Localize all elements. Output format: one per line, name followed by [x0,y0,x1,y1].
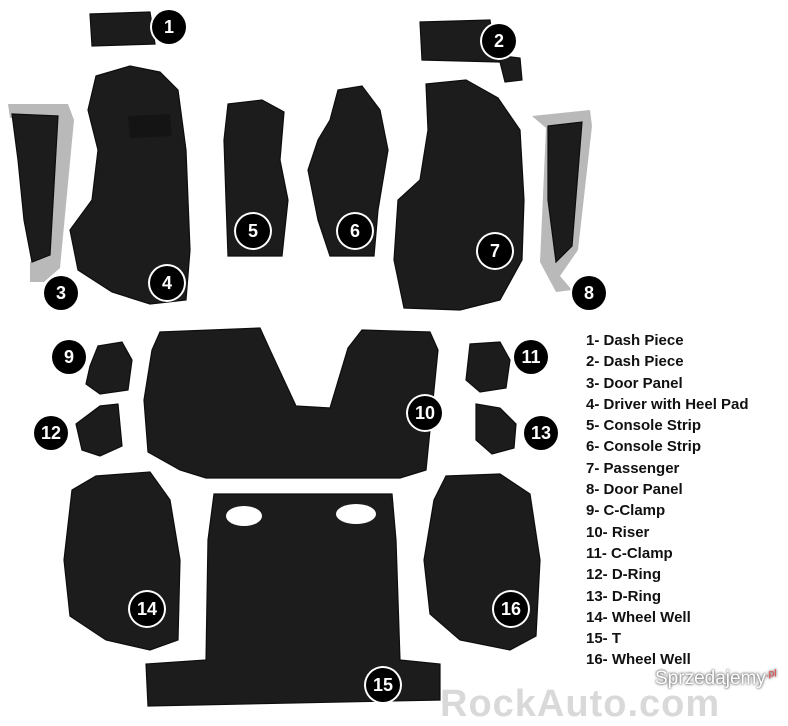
badge-1: 1 [152,10,186,44]
carpet-piece-12 [75,403,123,457]
carpet-piece-14 [63,471,181,651]
badge-7: 7 [478,234,512,268]
carpet-piece-15 [145,493,441,707]
legend-item: 10- Riser [586,523,650,541]
carpet-piece-3-trim [8,104,74,282]
badge-9: 9 [52,340,86,374]
legend-item: 14- Wheel Well [586,608,691,626]
carpet-piece-16 [423,473,541,651]
badge-10: 10 [408,396,442,430]
legend-item: 7- Passenger [586,459,680,477]
carpet-piece-13 [475,403,517,455]
badge-2: 2 [482,24,516,58]
carpet-piece-8 [547,121,583,264]
legend-item: 6- Console Strip [586,438,702,456]
carpet-piece-3 [11,113,59,263]
carpet-piece-1 [89,11,156,47]
sprzedajemy-watermark: Sprzedajemy.pl [655,668,777,689]
legend-item: 11- C-Clamp [586,544,673,562]
badge-16: 16 [494,592,528,626]
legend-item: 3- Door Panel [586,374,683,392]
parts-legend: 1- Dash Piece 2- Dash Piece 3- Door Pane… [586,330,749,671]
carpet-piece-11 [465,341,511,393]
legend-item: 4- Driver with Heel Pad [586,395,749,413]
heel-pad [128,114,172,138]
carpet-piece-9 [85,341,133,395]
legend-item: 2- Dash Piece [586,353,684,371]
cutout-left [226,506,262,526]
badge-6: 6 [338,214,372,248]
carpet-piece-5 [223,99,289,257]
badge-14: 14 [130,592,164,626]
legend-item: 8- Door Panel [586,481,683,499]
badge-11: 11 [514,340,548,374]
legend-item: 16- Wheel Well [586,651,691,669]
carpet-piece-10 [143,327,439,479]
legend-item: 13- D-Ring [586,587,661,605]
legend-item: 9- C-Clamp [586,502,666,520]
badge-5: 5 [236,214,270,248]
badge-15: 15 [366,668,400,702]
badge-3: 3 [44,276,78,310]
badge-4: 4 [150,266,184,300]
badge-12: 12 [34,416,68,450]
badge-13: 13 [524,416,558,450]
legend-item: 1- Dash Piece [586,332,684,349]
legend-item: 12- D-Ring [586,566,661,584]
badge-8: 8 [572,276,606,310]
legend-item: 15- T [586,630,622,648]
cutout-right [336,504,376,524]
legend-item: 5- Console Strip [586,417,702,435]
carpet-piece-6 [307,85,389,257]
carpet-piece-7 [393,79,525,311]
rockauto-watermark: RockAuto.com [440,683,721,725]
